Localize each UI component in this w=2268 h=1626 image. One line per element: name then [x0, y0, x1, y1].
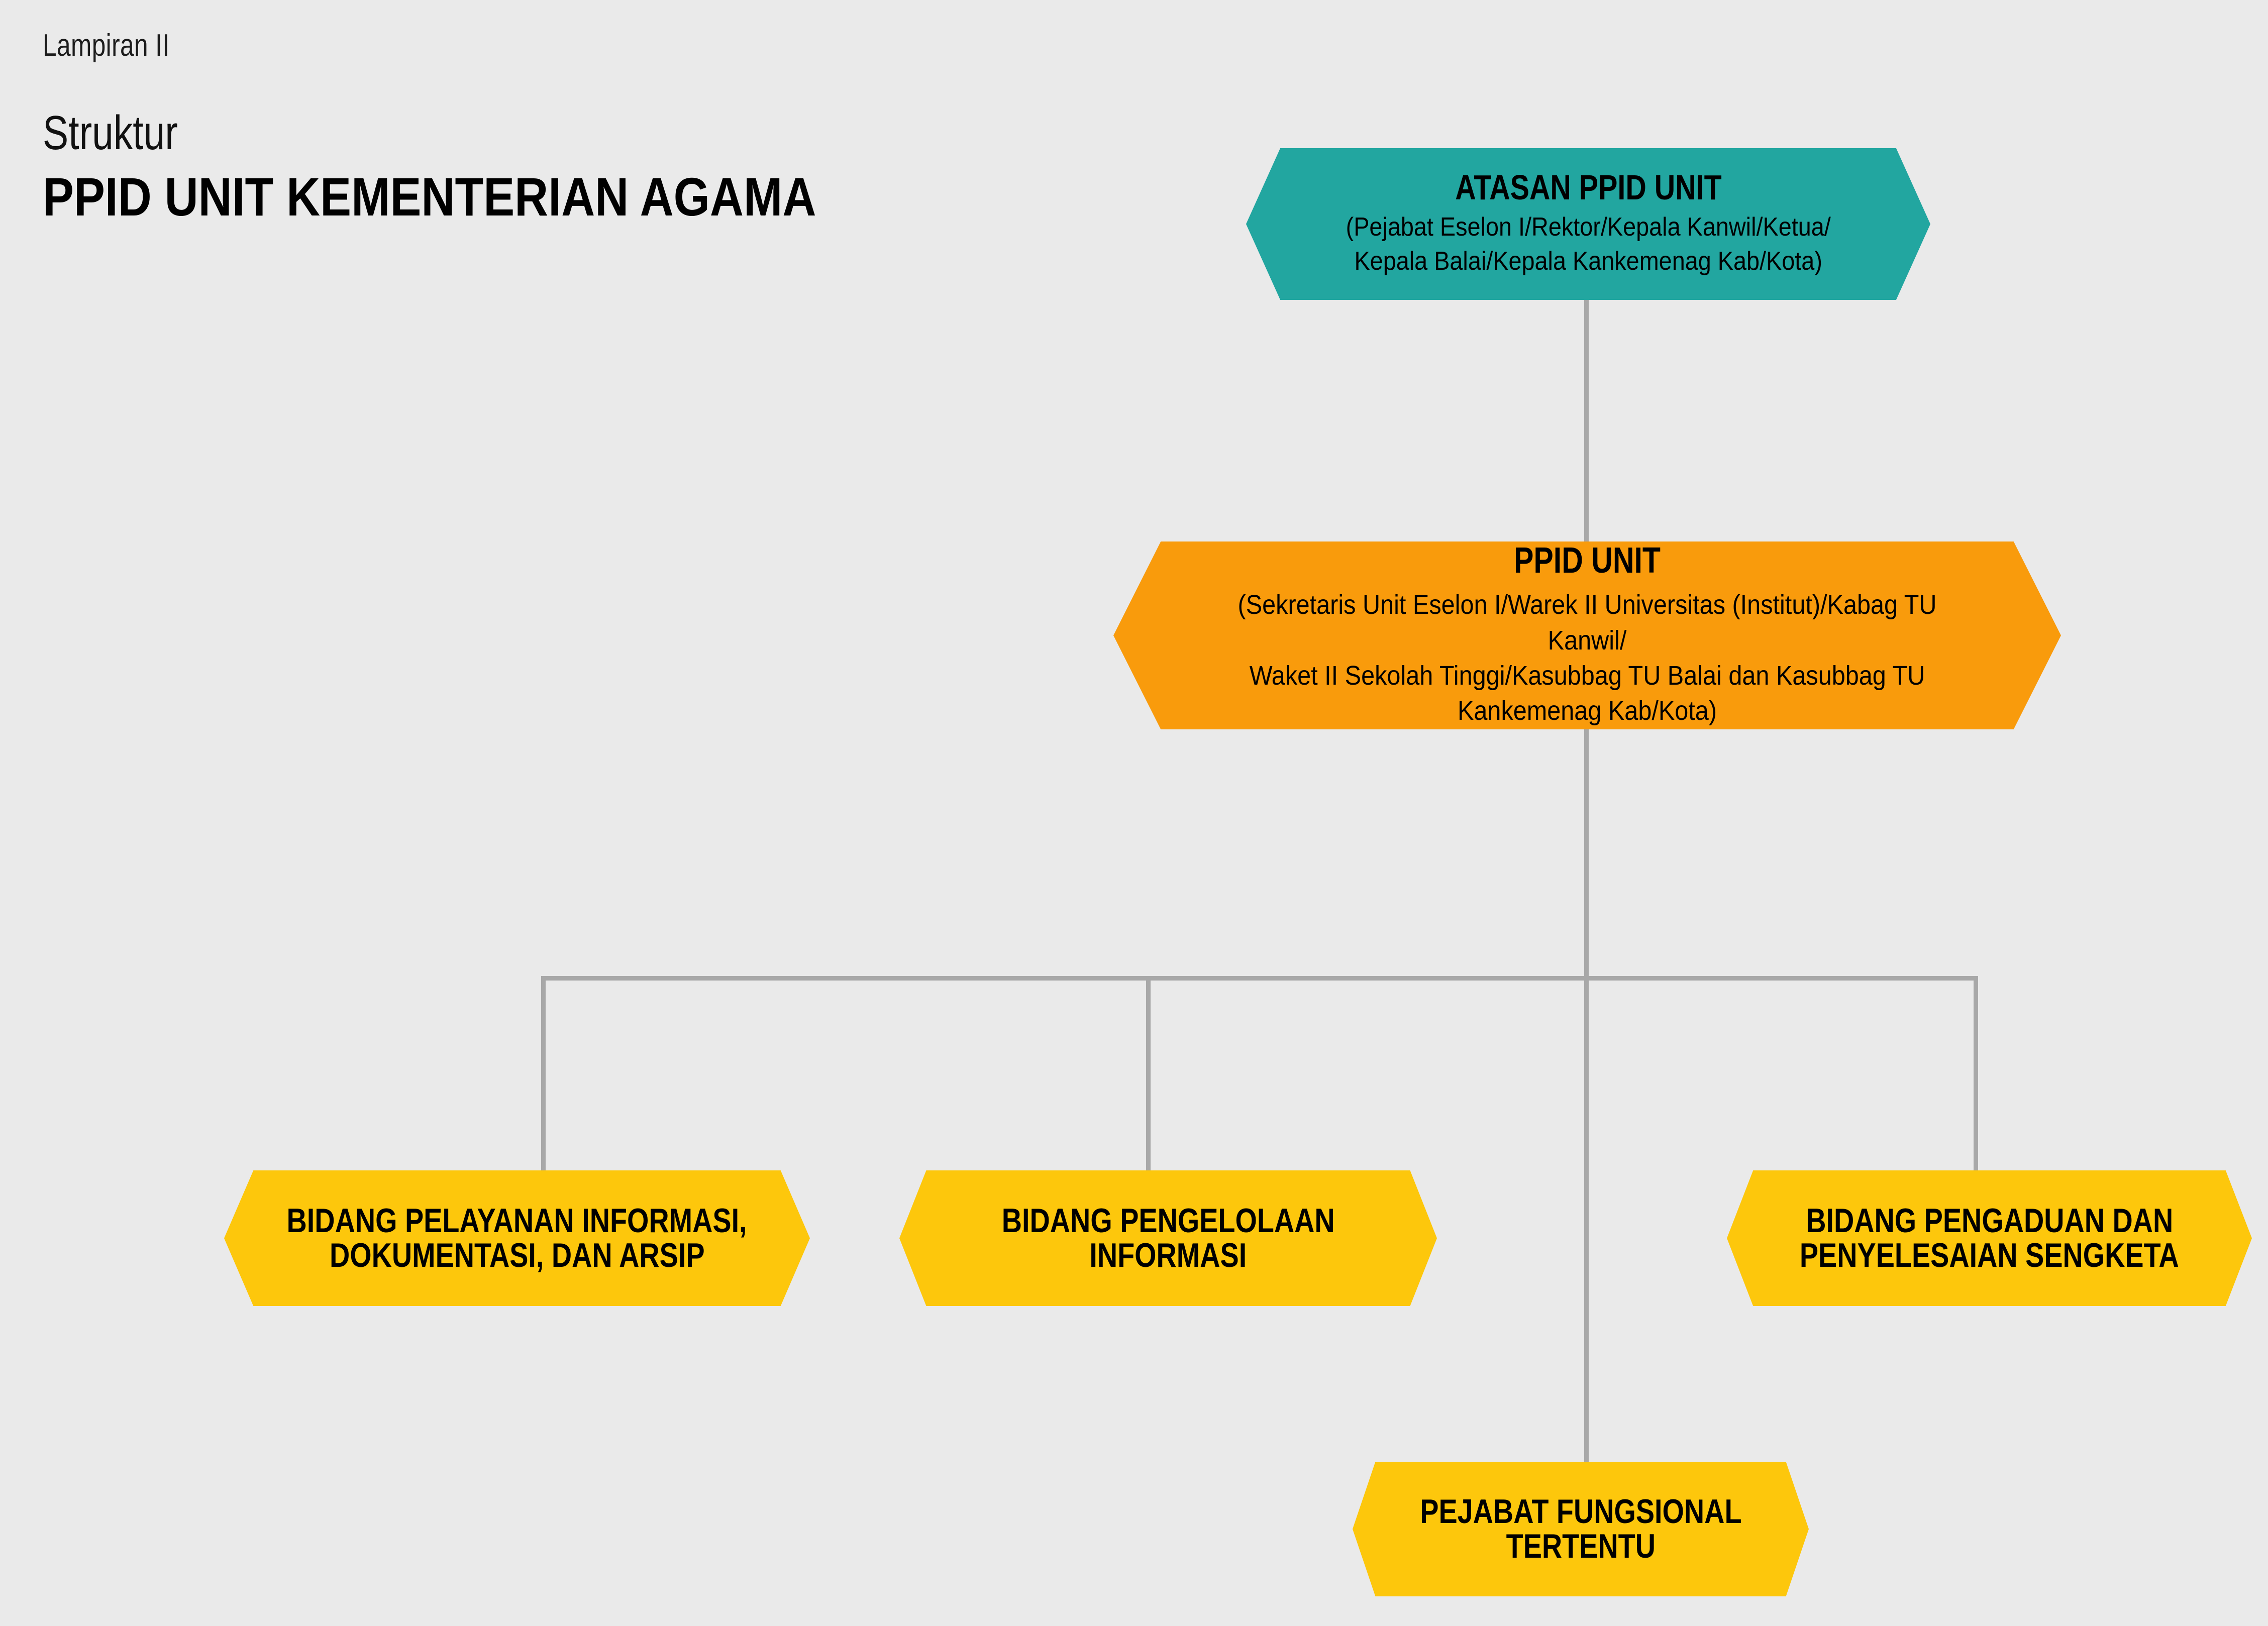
node-atasan-ppid-unit[interactable]: ATASAN PPID UNIT (Pejabat Eselon I/Rekto… [1246, 148, 1930, 300]
connector-branch-to-bidang-2 [1146, 976, 1151, 1174]
node-bidang-1-line-1: BIDANG PELAYANAN INFORMASI, [286, 1201, 748, 1240]
node-ppid-unit-title: PPID UNIT [1514, 540, 1661, 581]
page-title: PPID UNIT KEMENTERIAN AGAMA [43, 166, 816, 227]
node-ppid-unit[interactable]: PPID UNIT (Sekretaris Unit Eselon I/Ware… [1113, 541, 2061, 729]
node-ppid-unit-subtitle: (Sekretaris Unit Eselon I/Warek II Unive… [1238, 590, 1937, 726]
connector-branch-to-bidang-1 [541, 976, 546, 1174]
node-pejabat-line-2: TERTENTU [1506, 1527, 1656, 1565]
node-bidang-pelayanan-informasi-dokumentasi-dan-arsip[interactable]: BIDANG PELAYANAN INFORMASI, DOKUMENTASI,… [224, 1170, 810, 1306]
node-bidang-2-line-1: BIDANG PENGELOLAAN [1001, 1201, 1335, 1240]
node-bidang-3-line-2: PENYELESAIAN SENGKETA [1800, 1236, 2179, 1274]
node-bidang-1-line-2: DOKUMENTASI, DAN ARSIP [329, 1236, 705, 1274]
node-pejabat-fungsional-tertentu[interactable]: PEJABAT FUNGSIONAL TERTENTU [1353, 1462, 1809, 1596]
node-bidang-pengelolaan-informasi[interactable]: BIDANG PENGELOLAAN INFORMASI [899, 1170, 1437, 1306]
chart-subtitle: Struktur [43, 106, 178, 160]
connector-branch-to-pejabat [1584, 976, 1589, 1466]
node-bidang-3-line-1: BIDANG PENGADUAN DAN [1805, 1201, 2174, 1240]
node-atasan-title: ATASAN PPID UNIT [1455, 167, 1722, 207]
node-bidang-2-line-2: INFORMASI [1089, 1236, 1247, 1274]
node-atasan-subtitle: (Pejabat Eselon I/Rektor/Kepala Kanwil/K… [1346, 212, 1831, 276]
connector-horizontal-branch-bar [541, 976, 1978, 981]
lampiran-label: Lampiran II [43, 28, 170, 63]
connector-ppid-to-branchbar [1584, 728, 1589, 980]
node-pejabat-line-1: PEJABAT FUNGSIONAL [1419, 1492, 1742, 1531]
chart-header: Lampiran II Struktur PPID UNIT KEMENTERI… [43, 28, 897, 227]
node-bidang-pengaduan-dan-penyelesaian-sengketa[interactable]: BIDANG PENGADUAN DAN PENYELESAIAN SENGKE… [1727, 1170, 2252, 1306]
connector-atasan-to-ppid [1584, 299, 1589, 543]
connector-branch-to-bidang-3 [1974, 976, 1978, 1174]
